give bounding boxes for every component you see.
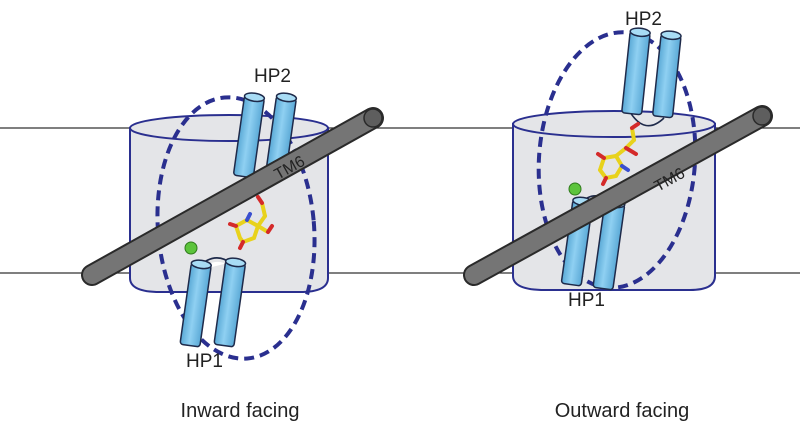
hp1-label: HP1 [568, 290, 605, 311]
hp2-label: HP2 [625, 9, 662, 30]
panel-caption-inward: Inward facing [181, 400, 300, 422]
substrate-molecule [596, 122, 640, 186]
ion-sphere [184, 241, 198, 255]
tm6-helix [81, 107, 384, 286]
hp1-label: HP1 [186, 351, 223, 372]
panel-inward: HP2 TM6 HP1 Inward facing [81, 66, 384, 422]
ion-sphere [568, 182, 582, 196]
hp1-hairpin [179, 257, 247, 348]
panel-caption-outward: Outward facing [555, 400, 690, 422]
transport-domain-outline [155, 95, 317, 361]
panel-outward: HP2 TM6 HP1 Outward facing [463, 9, 773, 422]
hp2-hairpin [233, 92, 298, 179]
tm6-helix [463, 105, 773, 286]
substrate-molecule [228, 195, 274, 250]
hp2-hairpin [621, 27, 682, 127]
hp2-label: HP2 [254, 66, 291, 87]
